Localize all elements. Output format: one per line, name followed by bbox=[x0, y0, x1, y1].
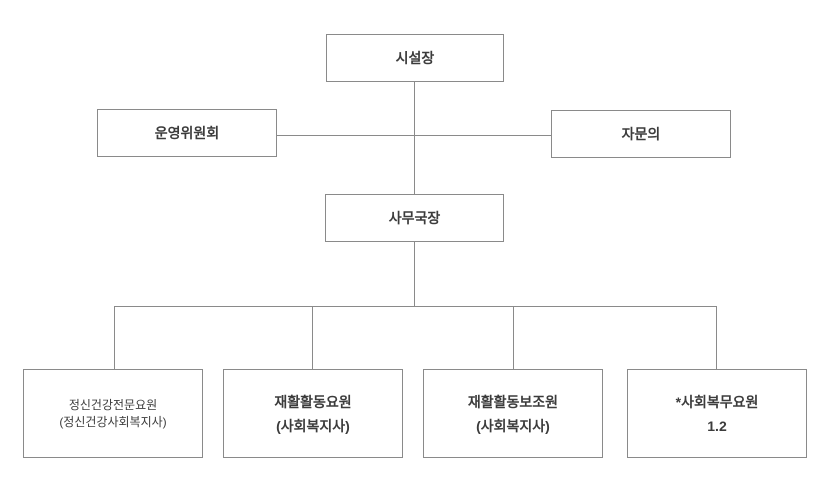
org-node-secretary: 사무국장 bbox=[325, 194, 504, 242]
org-node-director-label: 시설장 bbox=[395, 50, 435, 66]
org-node-director: 시설장 bbox=[326, 34, 504, 82]
org-node-staff-subtitle: (사회복지사) bbox=[476, 417, 550, 434]
org-node-staff-rehab-assistant: 재활활동보조원 (사회복지사) bbox=[423, 369, 603, 458]
org-node-staff-title: 재활활동보조원 bbox=[467, 393, 559, 410]
org-node-staff-rehab-worker: 재활활동요원 (사회복지사) bbox=[223, 369, 403, 458]
org-node-advisor: 자문의 bbox=[551, 110, 731, 158]
connector-secretary-to-staff-bus bbox=[414, 242, 415, 306]
org-node-staff-title: *사회복무요원 bbox=[675, 393, 759, 410]
org-node-staff-subtitle: (사회복지사) bbox=[276, 417, 350, 434]
org-node-staff-mental-health-specialist: 정신건강전문요원 (정신건강사회복지사) bbox=[23, 369, 203, 458]
connector-committee-to-advisor bbox=[277, 135, 551, 136]
org-node-staff-social-service-agent: *사회복무요원 1.2 bbox=[627, 369, 807, 458]
connector-drop-staff-3 bbox=[513, 306, 514, 369]
org-node-secretary-label: 사무국장 bbox=[388, 210, 441, 226]
org-node-staff-title: 정신건강전문요원 bbox=[68, 397, 158, 412]
org-node-staff-title: 재활활동요원 bbox=[274, 393, 352, 410]
connector-director-to-secretary bbox=[414, 82, 415, 194]
org-node-committee-label: 운영위원회 bbox=[154, 125, 220, 141]
org-node-staff-subtitle: (정신건강사회복지사) bbox=[59, 414, 167, 429]
org-node-committee: 운영위원회 bbox=[97, 109, 277, 157]
org-node-advisor-label: 자문의 bbox=[621, 126, 661, 142]
connector-drop-staff-2 bbox=[312, 306, 313, 369]
connector-drop-staff-1 bbox=[114, 306, 115, 369]
connector-staff-bus bbox=[114, 306, 717, 307]
connector-drop-staff-4 bbox=[716, 306, 717, 369]
org-node-staff-subtitle: 1.2 bbox=[707, 417, 727, 434]
